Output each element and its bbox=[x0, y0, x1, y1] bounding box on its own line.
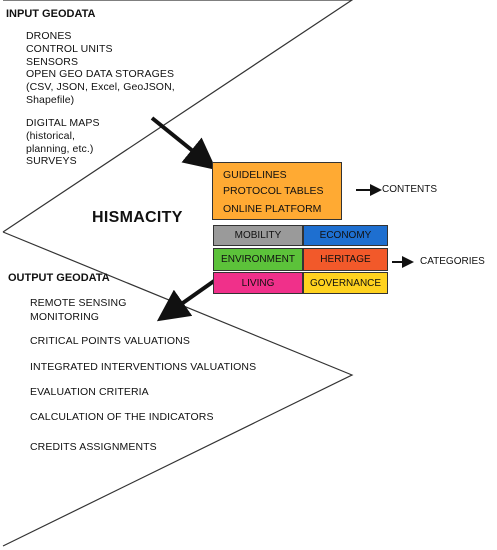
output-item: CRITICAL POINTS VALUATIONS bbox=[30, 335, 190, 347]
arrow-input-to-contents bbox=[150, 116, 217, 171]
categories-label: CATEGORIES bbox=[420, 256, 485, 267]
input-geodata-heading: INPUT GEODATA bbox=[6, 8, 96, 20]
contents-line: ONLINE PLATFORM bbox=[223, 203, 322, 215]
output-item: INTEGRATED INTERVENTIONS VALUATIONS bbox=[30, 361, 257, 373]
hismacity-title: HISMACITY bbox=[92, 209, 183, 226]
category-economy: ECONOMY bbox=[303, 225, 388, 246]
output-funnel-outline bbox=[2, 231, 354, 547]
input-item: (historical, bbox=[26, 130, 76, 142]
contents-label: CONTENTS bbox=[382, 184, 437, 195]
input-item: Shapefile) bbox=[26, 94, 75, 106]
category-heritage: HERITAGE bbox=[303, 248, 388, 271]
category-environment: ENVIRONMENT bbox=[213, 248, 303, 271]
output-item: MONITORING bbox=[30, 311, 100, 323]
input-item: CONTROL UNITS bbox=[26, 43, 113, 55]
category-mobility: MOBILITY bbox=[213, 225, 303, 246]
category-living: LIVING bbox=[213, 272, 303, 294]
output-item: CREDITS ASSIGNMENTS bbox=[30, 441, 157, 453]
output-item: CALCULATION OF THE INDICATORS bbox=[30, 411, 214, 423]
output-item: EVALUATION CRITERIA bbox=[30, 386, 149, 398]
input-item: OPEN GEO DATA STORAGES bbox=[26, 68, 175, 80]
contents-box: GUIDELINES PROTOCOL TABLES ONLINE PLATFO… bbox=[212, 162, 342, 220]
input-item: planning, etc.) bbox=[26, 143, 94, 155]
input-item: SURVEYS bbox=[26, 155, 77, 167]
input-funnel-outline bbox=[2, 0, 354, 233]
output-geodata-heading: OUTPUT GEODATA bbox=[8, 272, 110, 284]
input-item: DIGITAL MAPS bbox=[26, 117, 100, 129]
input-item: (CSV, JSON, Excel, GeoJSON, bbox=[26, 81, 175, 93]
category-governance: GOVERNANCE bbox=[303, 272, 388, 294]
contents-line: PROTOCOL TABLES bbox=[223, 185, 324, 197]
contents-line: GUIDELINES bbox=[223, 169, 287, 181]
input-item: DRONES bbox=[26, 30, 72, 42]
input-item: SENSORS bbox=[26, 56, 79, 68]
output-item: REMOTE SENSING bbox=[30, 297, 127, 309]
